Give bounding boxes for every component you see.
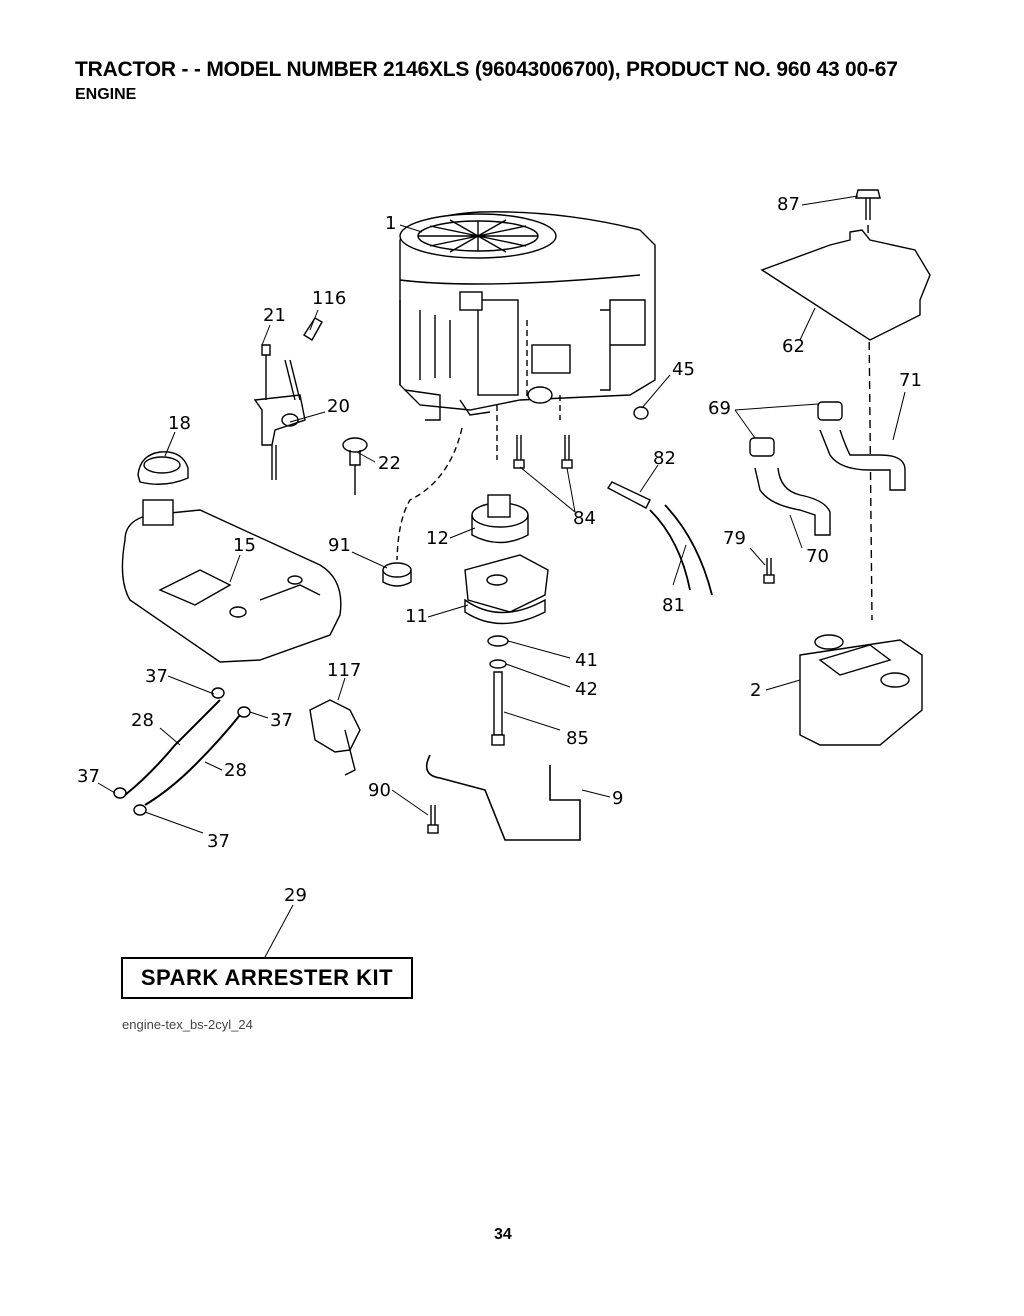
callout-label: 62 bbox=[782, 336, 805, 357]
bolt-part bbox=[513, 435, 573, 469]
dipstick-part bbox=[342, 437, 368, 495]
callout-label: 22 bbox=[378, 453, 401, 474]
callout-label: 45 bbox=[672, 359, 695, 380]
fuel-cap-part bbox=[137, 451, 189, 485]
page-number: 34 bbox=[494, 1226, 512, 1243]
pto-clutch-part bbox=[464, 554, 549, 625]
callout-label: 18 bbox=[168, 413, 191, 434]
callout-label: 11 bbox=[405, 606, 428, 627]
callout-label: 37 bbox=[77, 766, 100, 787]
callout-leader-lines bbox=[97, 195, 906, 958]
callout-label: 41 bbox=[575, 650, 598, 671]
heat-shield-part bbox=[760, 229, 931, 341]
rod-part bbox=[425, 754, 581, 841]
fuel-tank-part bbox=[121, 499, 342, 663]
throttle-control-part bbox=[253, 317, 323, 480]
callout-label: 81 bbox=[662, 595, 685, 616]
callout-label: 2 bbox=[750, 680, 762, 701]
spacer-part bbox=[382, 562, 412, 587]
callout-label: 29 bbox=[284, 885, 307, 906]
callout-label: 116 bbox=[312, 288, 347, 309]
exhaust-pipe-part bbox=[754, 429, 906, 536]
page-title: TRACTOR - - MODEL NUMBER 2146XLS (960430… bbox=[75, 58, 898, 81]
callout-label: 70 bbox=[806, 546, 829, 567]
callout-label: 28 bbox=[224, 760, 247, 781]
bolt-part-79 bbox=[763, 558, 775, 584]
callout-label: 79 bbox=[723, 528, 746, 549]
gasket-part bbox=[749, 401, 843, 457]
callout-label: 69 bbox=[708, 398, 731, 419]
fuel-hose-part bbox=[113, 687, 251, 816]
spark-arrester-kit-box: SPARK ARRESTER KIT bbox=[121, 957, 413, 999]
muffler-part bbox=[799, 634, 923, 746]
callout-label: 15 bbox=[233, 535, 256, 556]
callout-label: 21 bbox=[263, 305, 286, 326]
fuel-filter-part bbox=[606, 481, 713, 596]
callout-label: 71 bbox=[899, 370, 922, 391]
callout-label: 12 bbox=[426, 528, 449, 549]
callout-label: 42 bbox=[575, 679, 598, 700]
crankshaft-bolt-part bbox=[487, 635, 509, 746]
page-subtitle: ENGINE bbox=[75, 86, 137, 103]
callout-label: 90 bbox=[368, 780, 391, 801]
nut-part bbox=[633, 406, 649, 420]
callout-label: 37 bbox=[270, 710, 293, 731]
callout-label: 37 bbox=[145, 666, 168, 687]
callout-label: 85 bbox=[566, 728, 589, 749]
engine-part bbox=[396, 211, 656, 561]
diagram-code: engine-tex_bs-2cyl_24 bbox=[122, 1017, 253, 1032]
callout-label: 91 bbox=[328, 535, 351, 556]
callout-label: 9 bbox=[612, 788, 624, 809]
pulley-part bbox=[471, 494, 529, 544]
callout-label: 1 bbox=[385, 213, 397, 234]
callout-label: 28 bbox=[131, 710, 154, 731]
callout-label: 37 bbox=[207, 831, 230, 852]
fuel-shutoff-valve-part bbox=[309, 699, 361, 776]
bolt-part-90 bbox=[427, 805, 439, 834]
callout-label: 20 bbox=[327, 396, 350, 417]
callout-label: 87 bbox=[777, 194, 800, 215]
callout-label: 84 bbox=[573, 508, 596, 529]
callout-label: 82 bbox=[653, 448, 676, 469]
callout-label: 117 bbox=[327, 660, 362, 681]
